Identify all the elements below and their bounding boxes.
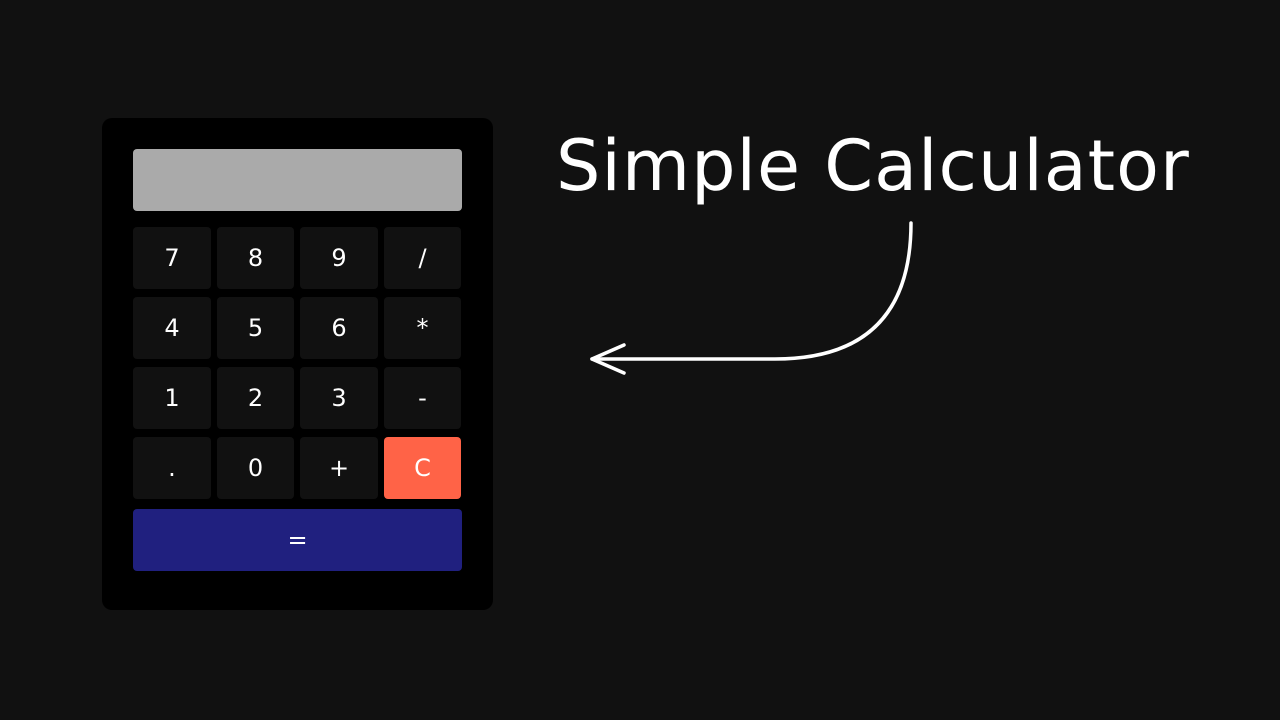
key-divide[interactable]: / xyxy=(384,227,461,289)
key-7[interactable]: 7 xyxy=(133,227,211,289)
key-3[interactable]: 3 xyxy=(300,367,378,429)
key-multiply[interactable]: * xyxy=(384,297,461,359)
key-4[interactable]: 4 xyxy=(133,297,211,359)
key-6[interactable]: 6 xyxy=(300,297,378,359)
equals-button[interactable]: = xyxy=(133,509,462,571)
key-0[interactable]: 0 xyxy=(217,437,294,499)
calculator-display xyxy=(133,149,462,211)
keypad: 7 8 9 / 4 5 6 * 1 2 3 - . 0 + C xyxy=(133,227,462,499)
key-8[interactable]: 8 xyxy=(217,227,294,289)
key-subtract[interactable]: - xyxy=(384,367,461,429)
key-1[interactable]: 1 xyxy=(133,367,211,429)
arrow-head xyxy=(590,343,626,375)
arrow-shaft xyxy=(590,221,913,361)
page-title: Simple Calculator xyxy=(556,125,1190,207)
key-add[interactable]: + xyxy=(300,437,378,499)
calculator: 7 8 9 / 4 5 6 * 1 2 3 - . 0 + C = xyxy=(102,118,493,610)
key-9[interactable]: 9 xyxy=(300,227,378,289)
key-2[interactable]: 2 xyxy=(217,367,294,429)
clear-button[interactable]: C xyxy=(384,437,461,499)
curved-arrow-left-icon xyxy=(590,221,913,375)
key-decimal[interactable]: . xyxy=(133,437,211,499)
key-5[interactable]: 5 xyxy=(217,297,294,359)
